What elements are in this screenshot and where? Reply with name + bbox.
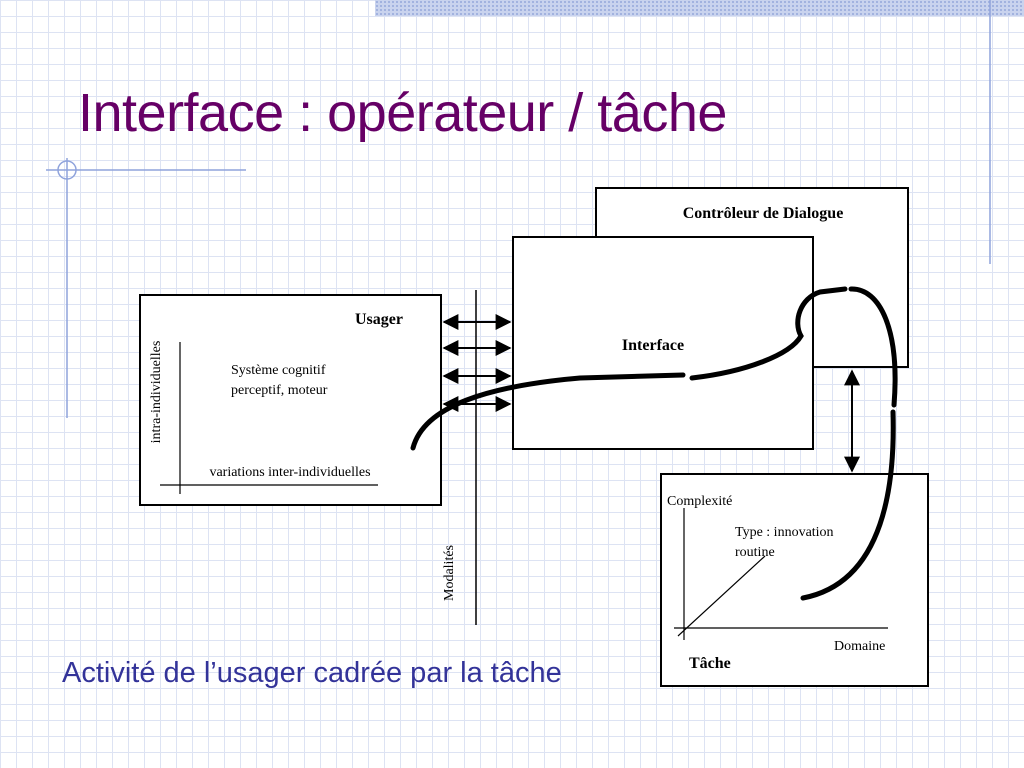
slide-caption: Activité de l’usager cadrée par la tâche xyxy=(62,657,562,689)
activity-curve xyxy=(410,286,898,601)
task-y-axis-label: Complexité xyxy=(667,494,732,509)
user-box: Usager Système cognitif perceptif, moteu… xyxy=(139,294,442,506)
user-x-axis-label: variations inter-individuelles xyxy=(209,465,370,480)
user-y-axis-label: intra-individuelles xyxy=(149,341,164,444)
activity-curve-segment-4 xyxy=(800,409,896,601)
rule-circle xyxy=(57,160,77,180)
slide-title: Interface : opérateur / tâche xyxy=(78,83,727,143)
modalities-group: Modalités xyxy=(442,290,477,625)
template-decoration xyxy=(46,0,991,418)
user-system-line2: perceptif, moteur xyxy=(231,383,328,398)
user-system-line1: Système cognitif xyxy=(231,363,326,378)
interface-box: Interface xyxy=(512,236,814,450)
task-type-line2: routine xyxy=(735,545,775,560)
task-type-line1: Type : innovation xyxy=(735,525,834,540)
task-diagonal-axis xyxy=(677,555,766,637)
task-x-axis-label: Domaine xyxy=(834,639,885,654)
top-decorative-band xyxy=(375,0,1024,16)
modalities-label: Modalités xyxy=(442,545,457,601)
interface-label: Interface xyxy=(622,337,684,354)
task-box: Complexité Type : innovation routine Dom… xyxy=(660,473,929,687)
user-label: Usager xyxy=(355,311,403,328)
task-label: Tâche xyxy=(689,655,731,672)
activity-curve-segment-3 xyxy=(848,286,898,408)
activity-curve-segment-2 xyxy=(689,286,848,381)
dialogue-controller-label: Contrôleur de Dialogue xyxy=(683,205,844,222)
activity-curve-segment-1 xyxy=(410,372,686,451)
